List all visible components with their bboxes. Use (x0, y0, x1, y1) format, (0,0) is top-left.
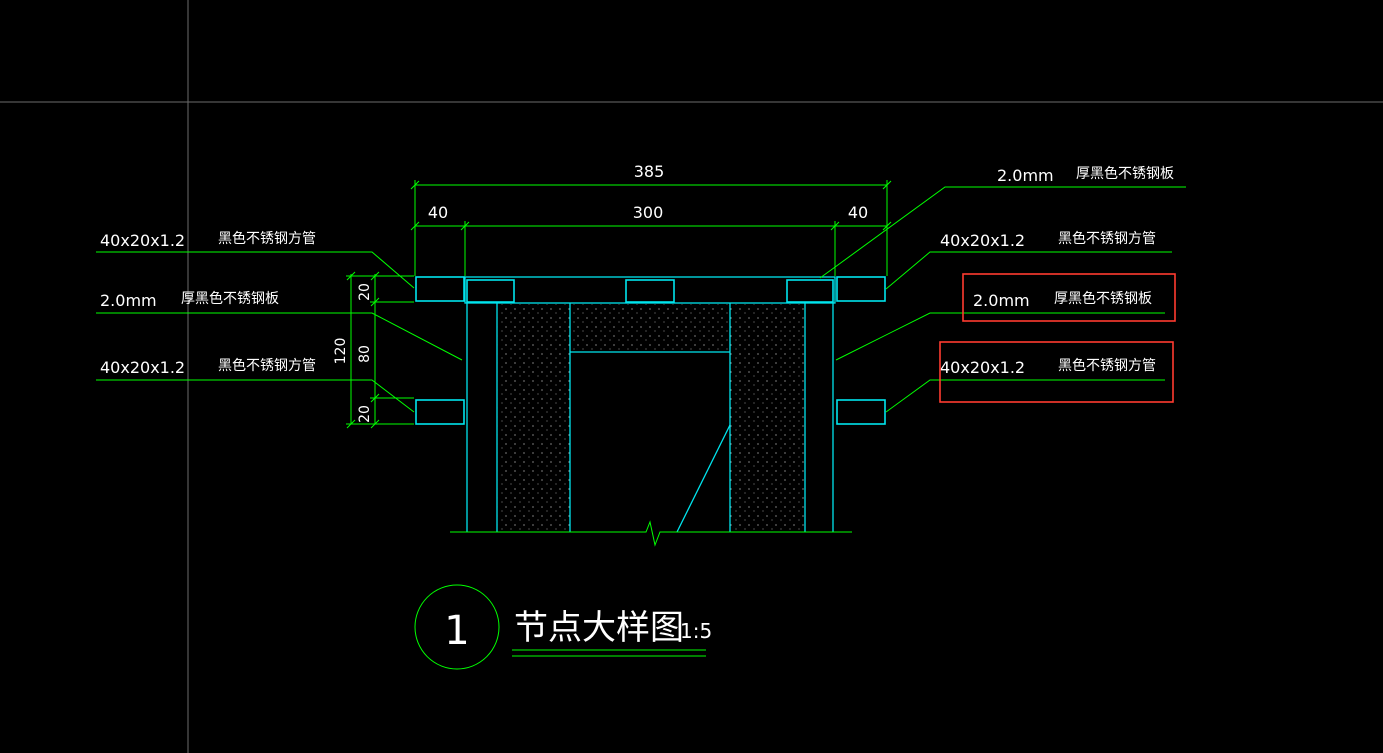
dimension-side-mid-text: 80 (357, 345, 373, 363)
highlight-box-plate (962, 273, 1176, 322)
break-line (450, 520, 852, 547)
right-leaders (819, 186, 1186, 413)
dimension-side-bottom-text: 20 (357, 405, 373, 423)
dimension-side-top-text: 20 (357, 283, 373, 301)
detail-number-circle (414, 584, 500, 670)
left-bot-spec: 40x20x1.2 (100, 358, 185, 377)
left-bot-desc: 黑色不锈钢方管 (218, 357, 316, 374)
dimension-side-total-text: 120 (333, 338, 349, 365)
right-top-spec: 2.0mm (997, 166, 1054, 185)
detail-number: 1 (444, 608, 469, 654)
left-top-spec: 40x20x1.2 (100, 231, 185, 250)
right-2-spec: 40x20x1.2 (940, 231, 1025, 250)
left-mid-desc: 厚黑色不锈钢板 (181, 290, 279, 307)
dimension-middle-text: 300 (633, 203, 664, 222)
right-4-desc: 黑色不锈钢方管 (1058, 357, 1156, 374)
left-leaders (96, 251, 463, 413)
highlight-box-tube (939, 341, 1174, 403)
right-4-spec: 40x20x1.2 (940, 358, 1025, 377)
right-2-desc: 黑色不锈钢方管 (1058, 230, 1156, 247)
right-top-desc: 厚黑色不锈钢板 (1076, 165, 1174, 182)
left-top-desc: 黑色不锈钢方管 (218, 230, 316, 247)
dimension-left-text: 40 (428, 203, 448, 222)
dimension-overall (410, 180, 892, 276)
dimension-right-text: 40 (848, 203, 868, 222)
left-mid-spec: 2.0mm (100, 291, 157, 310)
dimension-segments (410, 221, 892, 276)
concrete-fill (497, 304, 805, 532)
right-3-spec: 2.0mm (973, 291, 1030, 310)
detail-scale: 1:5 (680, 619, 712, 643)
dimension-vertical (346, 271, 414, 429)
square-tubes (415, 276, 886, 425)
section-outline (464, 276, 836, 533)
right-3-desc: 厚黑色不锈钢板 (1054, 290, 1152, 307)
detail-title: 节点大样图 (514, 608, 684, 648)
dimension-overall-text: 385 (634, 162, 665, 181)
